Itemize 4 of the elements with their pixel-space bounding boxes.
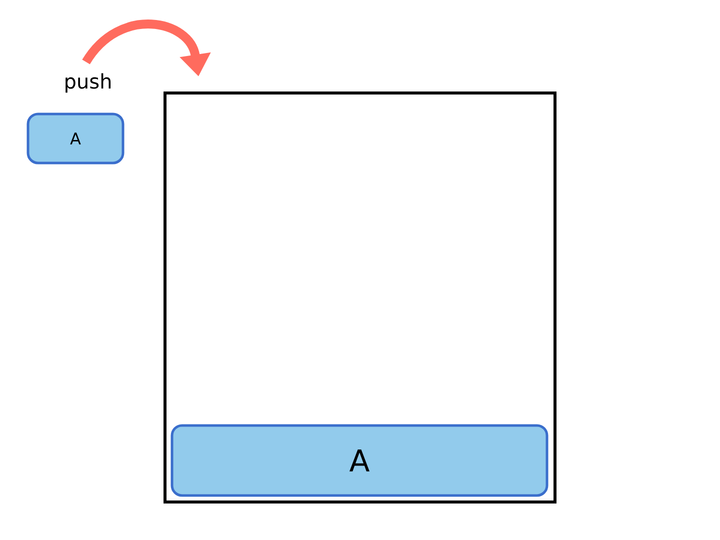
edge-label: push xyxy=(66,73,111,93)
stack-item: A xyxy=(170,424,548,497)
stack-item: A xyxy=(26,112,124,164)
stack-box xyxy=(164,92,556,504)
